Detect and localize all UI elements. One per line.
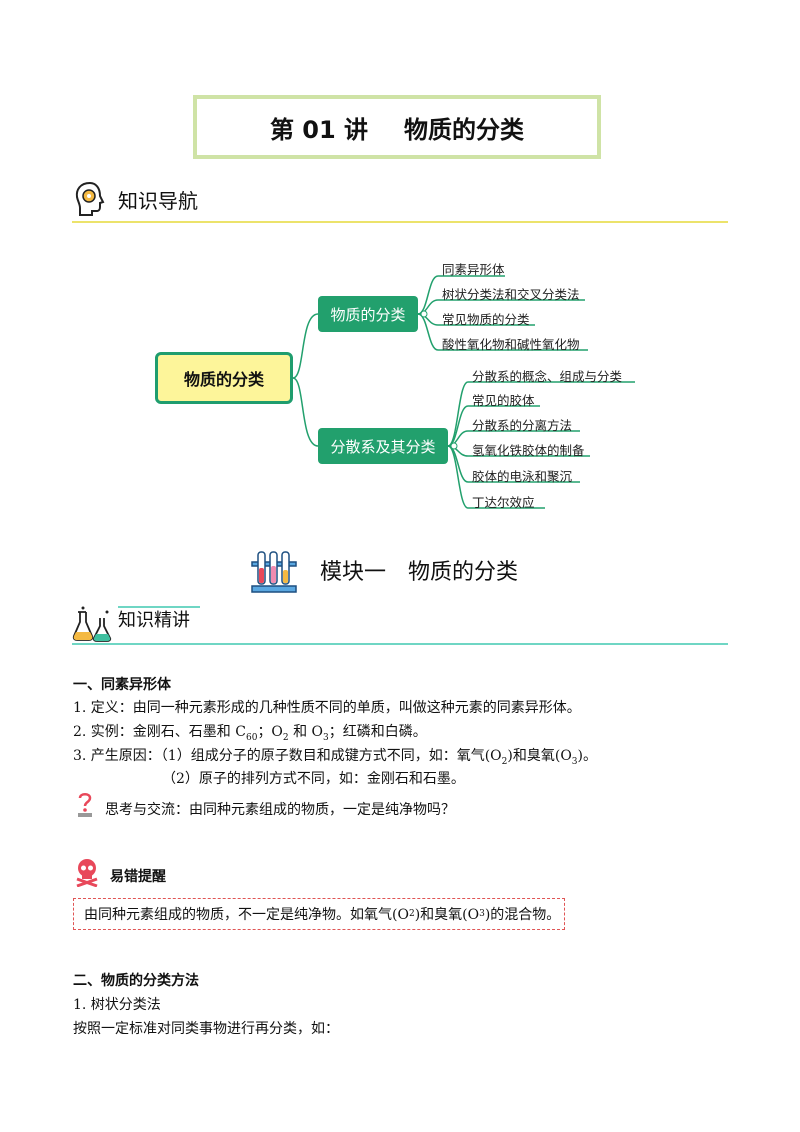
nav-heading: 知识导航 (118, 189, 198, 213)
cause-text-1: 3. 产生原因：（1）组成分子的原子数目和成键方式不同，如：氧气(O2)和臭氧(… (73, 748, 597, 767)
definition-text: 1. 定义：由同一种元素形成的几种性质不同的单质，叫做这种元素的同素异形体。 (73, 700, 581, 716)
mindmap-branch-dispersion: 分散系及其分类 (318, 428, 448, 464)
brain-gear-icon (75, 181, 105, 216)
mindmap-branch-classification: 物质的分类 (318, 296, 418, 332)
mindmap-leaf: 分散系的分离方法 (472, 418, 573, 433)
mindmap-root: 物质的分类 (155, 352, 293, 404)
section1-heading: 一、同素异形体 (73, 677, 171, 693)
flask-icon (72, 606, 112, 642)
test-tube-rack-icon (251, 551, 297, 593)
cause-text-2: （2）原子的排列方式不同，如：金刚石和石墨。 (162, 771, 465, 787)
tree-method-subheading: 1. 树状分类法 (73, 997, 161, 1013)
page-title: 第 01 讲物质的分类 (193, 95, 601, 159)
nav-rule (72, 221, 728, 223)
mindmap-leaf: 胶体的电泳和聚沉 (472, 469, 573, 484)
lecture-heading: 知识精讲 (118, 610, 190, 631)
mindmap-leaf: 同素异形体 (442, 262, 505, 277)
example-text: 2. 实例：金刚石、石墨和 C60；O2 和 O3；红磷和白磷。 (73, 724, 427, 743)
mindmap-leaf: 丁达尔效应 (472, 495, 535, 510)
module-title: 模块一物质的分类 (320, 560, 519, 585)
tree-method-text: 按照一定标准对同类事物进行再分类，如： (73, 1021, 339, 1037)
lecture-rule (72, 643, 728, 645)
section2-heading: 二、物质的分类方法 (73, 973, 199, 989)
mindmap-leaf: 氢氧化铁胶体的制备 (472, 443, 585, 458)
mindmap-leaf: 酸性氧化物和碱性氧化物 (442, 337, 580, 352)
think-discuss-text: 思考与交流：由同种元素组成的物质，一定是纯净物吗？ (105, 802, 455, 818)
mindmap-connectors (292, 275, 635, 509)
question-figure-icon (78, 793, 92, 817)
mindmap-leaf: 树状分类法和交叉分类法 (442, 287, 580, 302)
lecture-rule-short (118, 606, 200, 608)
skull-icon (76, 859, 98, 887)
mindmap-leaf: 常见物质的分类 (442, 312, 530, 327)
warning-title: 易错提醒 (110, 869, 166, 885)
mindmap-leaf: 常见的胶体 (472, 393, 535, 408)
mindmap-leaf: 分散系的概念、组成与分类 (472, 369, 623, 384)
